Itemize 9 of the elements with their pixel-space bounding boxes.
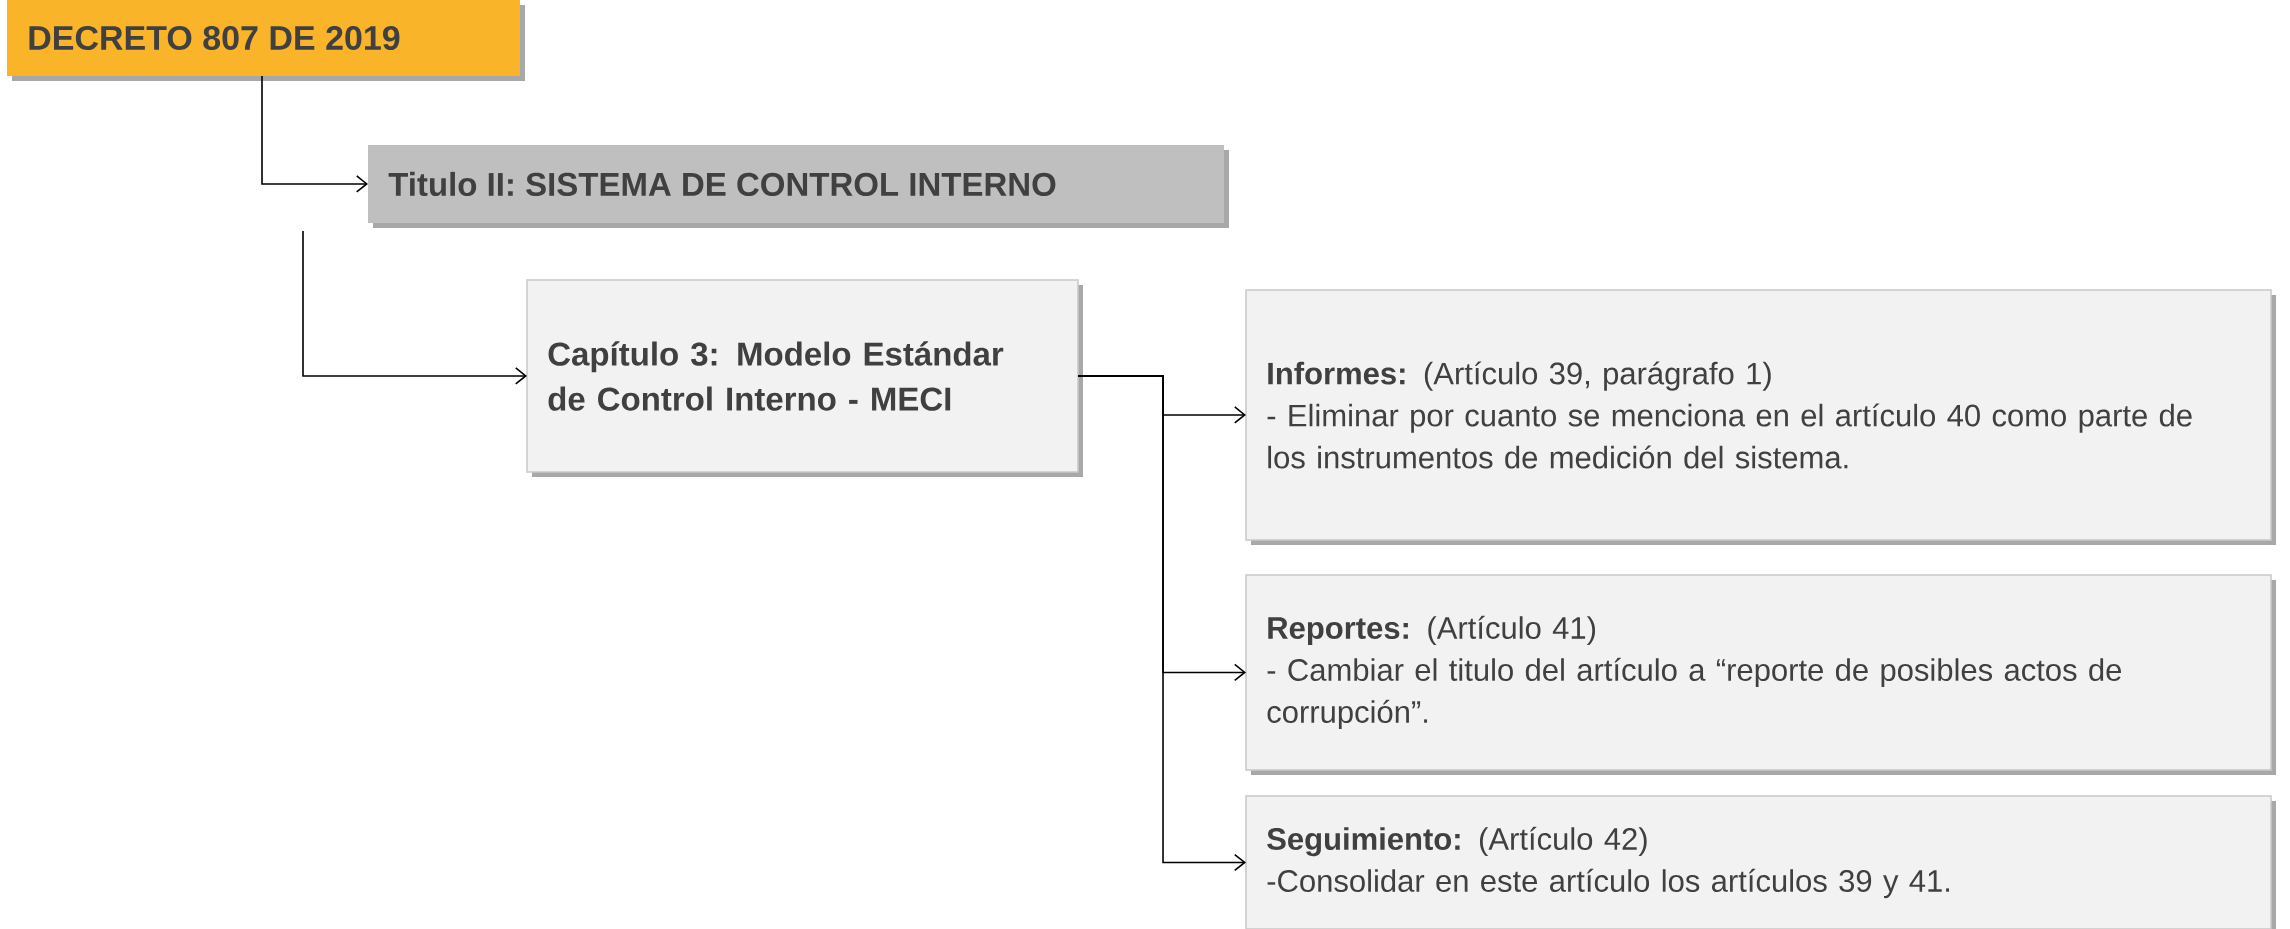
arrow (302, 230, 527, 385)
heading-box: Titulo II: SISTEMA DE CONTROL INTERNO (368, 145, 1229, 228)
chapter-box: Capítulo 3: Modelo Estándar de Control Interno - MECI (526, 279, 1083, 477)
arrow (261, 75, 368, 193)
note-box: Seguimiento: (Artículo 42) -Consolidar en este artículo los artículos 39 y 41. (1245, 795, 2277, 929)
arrow (1077, 375, 1247, 872)
title-box: DECRETO 807 DE 2019 (7, 0, 525, 81)
note-box: Reportes: (Artículo 41) - Cambiar el titulo del artículo a “reporte de posibles actos de corrupción”. (1245, 574, 2277, 775)
note-box: Informes: (Artículo 39, parágrafo 1) - Eliminar por cuanto se menciona en el artículo 40 como parte de los instrumentos de medición del sistema. (1245, 289, 2277, 545)
